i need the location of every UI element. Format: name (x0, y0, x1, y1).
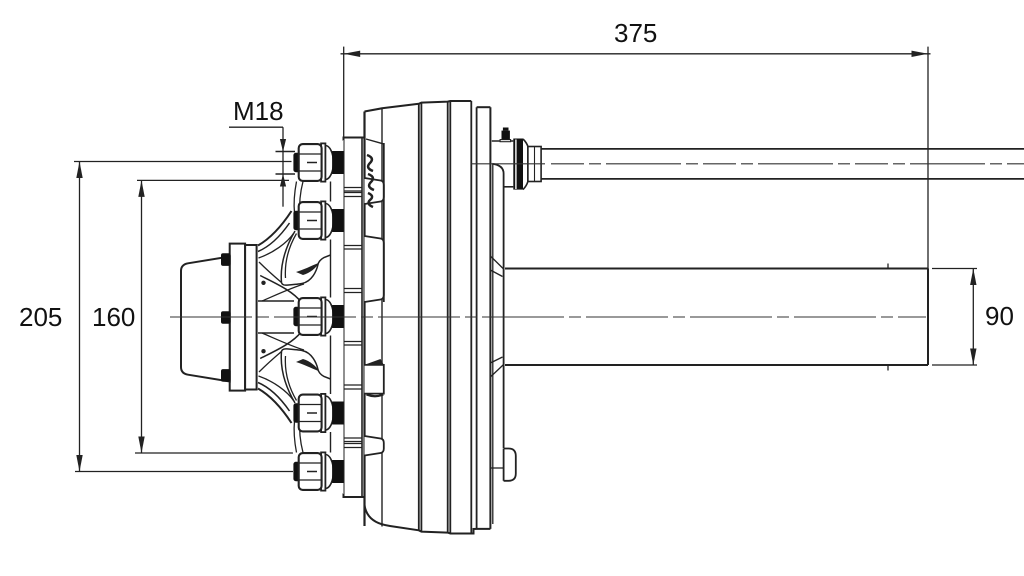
svg-text:205: 205 (19, 302, 62, 332)
svg-text:M18: M18 (233, 96, 284, 126)
svg-text:90: 90 (985, 301, 1014, 331)
svg-text:375: 375 (614, 18, 657, 48)
svg-text:160: 160 (92, 302, 135, 332)
